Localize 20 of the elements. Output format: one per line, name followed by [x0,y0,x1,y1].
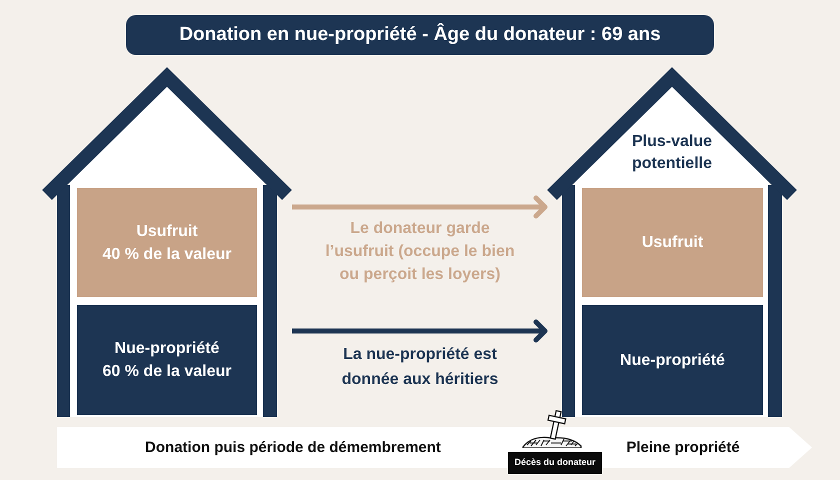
share-label: Nue-propriété [620,350,725,370]
edge-label: La nue-propriété est donnée aux héritiers [340,345,500,390]
share-box [582,188,763,297]
timeline-label: Pleine propriété [626,438,740,457]
share-box [582,305,763,415]
timeline-arrow-band [57,427,812,468]
roof-label: Plus-value potentielle [630,132,714,174]
arrow [292,196,548,218]
timeline-label: Donation puis période de démembrement [145,438,441,457]
share-label: Usufruit [642,233,704,253]
edge-label: Le donateur garde l’usufruit (occupe le bien ou perçoit les loyers) [324,219,516,285]
share-percentage: 60 % de la valeur [102,362,232,382]
event-tag: Décès du donateur [508,452,602,474]
share-box [77,305,257,415]
arrow [292,320,548,342]
share-label: Nue-propriété [114,339,220,359]
share-box [77,188,257,297]
title-banner: Donation en nue-propriété - Âge du donateur : 69 ans [126,15,714,55]
share-percentage: 40 % de la valeur [102,244,232,264]
share-label: Usufruit [136,222,198,242]
